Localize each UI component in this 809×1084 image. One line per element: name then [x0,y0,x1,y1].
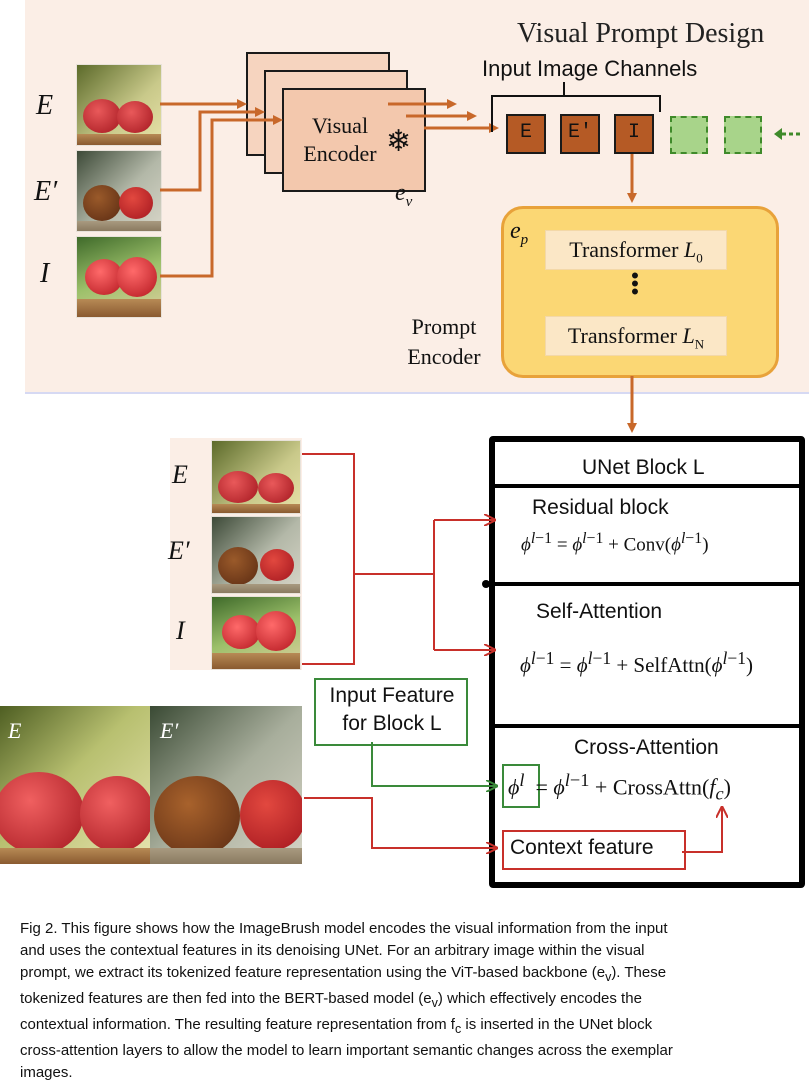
self-attention-title: Self-Attention [536,600,663,623]
large-label-e: E [8,718,22,743]
arrow-to-context-feature [304,797,496,848]
context-to-crossattn-arrow [682,808,722,853]
cross-attention-title: Cross-Attention [574,736,719,759]
unet-divider [489,724,805,728]
strip-label-e-prime: E′ [168,536,190,565]
unet-title: UNet Block L [582,456,705,479]
connector-layer [160,82,800,900]
junction-dot [482,580,490,588]
strip-image-i [211,596,301,670]
panel-title: Visual Prompt Design [517,18,765,49]
arrow-e-prime-to-encoder [160,107,265,192]
encoder-symbol: ev [395,180,413,210]
arrow-i-to-encoder [160,115,283,278]
large-image-e-prime [150,706,302,864]
token-e: E [506,114,546,154]
input-feature-arrow [371,742,496,786]
strip-bracket [302,453,355,665]
label-e: E [36,90,54,121]
token-i: I [614,114,654,154]
token-e-prime: E' [560,114,600,154]
input-channels-label: Input Image Channels [482,56,698,81]
unet-divider [489,484,805,488]
large-image-e [0,706,150,864]
label-i: I [40,258,50,289]
label-e-prime: E′ [34,176,58,207]
phi-l-box [502,764,540,808]
strip-image-e [211,440,301,514]
strip-image-e-prime [211,516,301,594]
context-feature-label: Context feature [510,836,654,859]
extra-token-arrow-head [774,128,782,140]
prompt-encoder-symbol: ep [510,218,529,248]
image-i-thumbnail [76,236,162,318]
token-placeholder [670,116,708,154]
unet-divider [489,582,805,586]
visual-encoder-label: Visual Encoder [303,113,377,166]
figure-caption: Fig 2. This figure shows how the ImageBr… [20,920,673,1081]
token-placeholder [724,116,762,154]
strip-label-i: I [176,616,185,645]
image-e-thumbnail [76,64,162,146]
transformer-layer-first: Transformer L0 [545,230,727,270]
image-e-prime-thumbnail [76,150,162,232]
prompt-encoder-label: Prompt Encoder [407,314,481,369]
input-feature-box [314,678,468,746]
transformer-layer-last: Transformer LN [545,316,727,356]
snowflake-icon: ❄ [386,125,412,158]
residual-block-title: Residual block [532,496,669,519]
channels-bracket [491,95,661,132]
self-attention-equation: ϕl−1 = ϕl−1 + SelfAttn(ϕl−1) [520,648,753,677]
unet-block [489,436,805,888]
context-feature-box [502,830,686,870]
layer-ellipsis: ••• [631,263,639,304]
residual-equation: ϕl−1 = ϕl−1 + Conv(ϕl−1) [521,530,709,556]
large-label-e-prime: E′ [160,718,179,743]
strip-label-e: E [172,460,188,489]
cross-attention-equation: ϕl = ϕl−1 + CrossAttn(fc) [508,770,731,804]
input-feature-label: Input Feature for Block L [329,684,455,735]
